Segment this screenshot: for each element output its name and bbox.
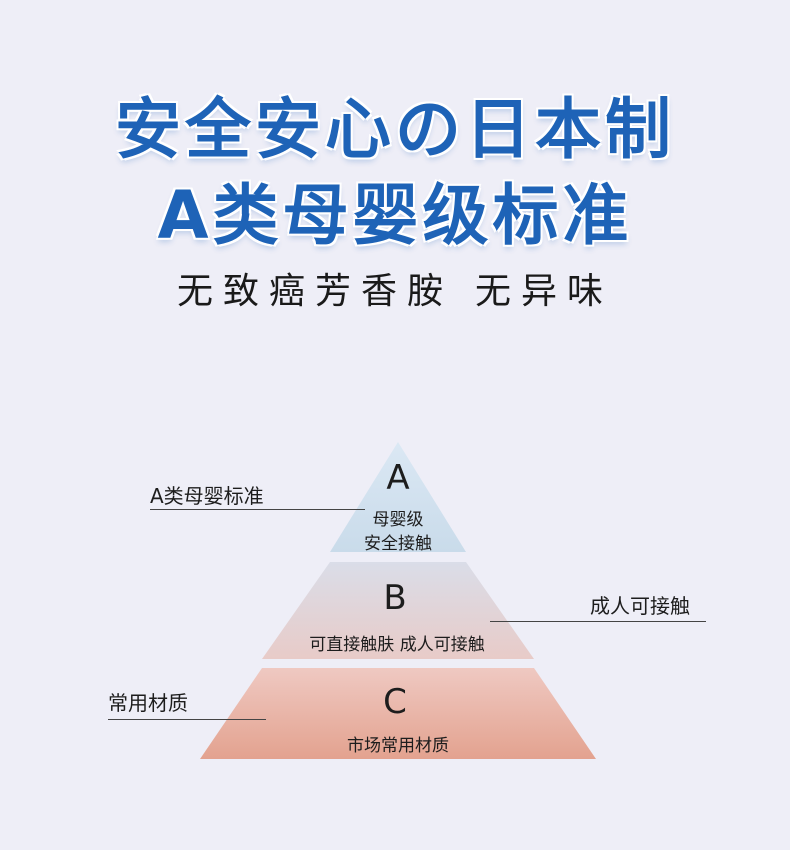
leader-line-b	[490, 621, 706, 622]
headline-line-1: 安全安心の日本制	[115, 91, 675, 168]
leader-line-c	[108, 719, 266, 720]
subheadline: 无致癌芳香胺无异味	[0, 262, 790, 314]
side-label-a: A类母婴标准	[150, 484, 264, 508]
subheadline-part-2: 无异味	[475, 271, 614, 312]
tier-b-letter: B	[383, 578, 407, 618]
side-label-c: 常用材质	[108, 691, 188, 715]
side-label-b: 成人可接触	[590, 594, 690, 618]
tier-b-line-1: 可直接触肤 成人可接触	[309, 635, 485, 655]
tier-c-letter: C	[383, 682, 407, 722]
headline-line-2: A类母婴级标准	[157, 177, 633, 254]
tier-c-line-1: 市场常用材质	[347, 736, 449, 756]
pyramid-tier-c	[200, 668, 596, 759]
subheadline-part-1: 无致癌芳香胺	[176, 271, 453, 312]
tier-a-line-1: 母婴级	[372, 510, 424, 530]
tier-a-letter: A	[386, 458, 410, 498]
leader-line-a	[150, 509, 365, 510]
tier-a-line-2: 安全接触	[364, 534, 432, 554]
